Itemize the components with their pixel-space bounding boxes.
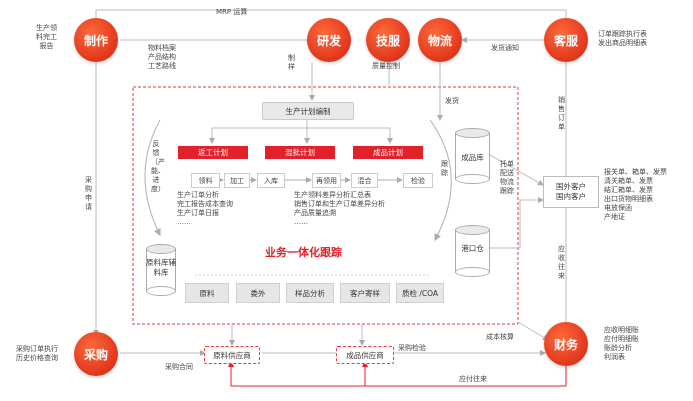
step-storage[interactable]: 入库 bbox=[257, 173, 285, 188]
node-rnd[interactable]: 研发 bbox=[307, 18, 351, 62]
mfg-notes: 生产领料完工报告 bbox=[36, 24, 57, 50]
purchase-request-label: 采购申请 bbox=[85, 176, 92, 211]
box-qc-coa[interactable]: 质检 /COA bbox=[396, 283, 444, 303]
box-raw[interactable]: 原料 bbox=[185, 283, 229, 303]
quality-control-label: 质量控制 bbox=[372, 62, 400, 70]
finished-plan-bar[interactable]: 成品计划 bbox=[353, 146, 423, 159]
mixed-batch-plan-bar[interactable]: 混批计划 bbox=[265, 146, 335, 159]
node-finance[interactable]: 财务 bbox=[544, 322, 588, 366]
box-sample-analysis[interactable]: 样品分析 bbox=[286, 283, 334, 303]
rnd-notes: 物料档案产品结构工艺路线 bbox=[148, 44, 176, 70]
craft-label: 制样 bbox=[288, 54, 295, 71]
cost-accounting-label: 成本核算 bbox=[486, 333, 514, 341]
node-tech-service[interactable]: 技服 bbox=[366, 18, 410, 62]
foreign-customer: 国外客户 bbox=[556, 182, 586, 191]
step-reuse[interactable]: 再领用 bbox=[312, 173, 341, 188]
shipping-label: 发货 bbox=[445, 97, 459, 105]
cs-notes: 订单跟踪执行表发出商品明细表 bbox=[598, 30, 647, 47]
port-warehouse[interactable]: 港口仓 bbox=[455, 225, 490, 277]
payable-label: 应付往来 bbox=[459, 375, 487, 383]
sales-order-label: 销售订单 bbox=[558, 96, 565, 131]
node-logistics[interactable]: 物流 bbox=[418, 18, 462, 62]
finished-warehouse[interactable]: 成品库 bbox=[455, 128, 490, 184]
mrp-label: MRP 运算 bbox=[216, 8, 248, 16]
node-procurement[interactable]: 采购 bbox=[74, 332, 118, 376]
raw-material-warehouse[interactable]: 原料库辅料库 bbox=[146, 244, 176, 296]
track-label: 跟踪 bbox=[441, 160, 448, 177]
core-frame bbox=[132, 86, 519, 325]
raw-supplier[interactable]: 原料供应商 bbox=[204, 346, 260, 364]
purchase-contract-label: 采购合同 bbox=[165, 363, 193, 371]
node-manufacturing[interactable]: 制作 bbox=[74, 18, 118, 62]
node-customer-service[interactable]: 客服 bbox=[544, 18, 588, 62]
step-picking[interactable]: 领料 bbox=[191, 173, 220, 188]
step-inspection[interactable]: 检验 bbox=[403, 173, 433, 188]
step-mixing[interactable]: 混合 bbox=[351, 173, 378, 188]
purchase-check-label: 采购检验 bbox=[398, 344, 426, 352]
production-plan-box[interactable]: 生产计划编制 bbox=[262, 102, 354, 120]
step-processing[interactable]: 加工 bbox=[224, 173, 250, 188]
core-title: 业务一体化跟踪 bbox=[265, 246, 342, 259]
left-analysis-notes: 生产订单分析完工报告成本查询生产订单日报…… bbox=[177, 191, 233, 226]
feedback-label: 反馈（产能、进度） bbox=[151, 140, 165, 193]
ship-notice-label: 发货通知 bbox=[491, 44, 519, 52]
customer-box[interactable]: 国外客户 国内客户 bbox=[543, 176, 599, 208]
consign-label: 托单配送物流跟踪 bbox=[500, 160, 514, 195]
receivable-label: 应收往来 bbox=[558, 245, 565, 280]
box-outsourcing[interactable]: 委外 bbox=[236, 283, 280, 303]
finance-notes: 应收明细账应付明细账账龄分析利润表 bbox=[604, 326, 639, 361]
customer-docs: 报关单、箱单、发票清关箱单、发票结汇箱单、发票出口货物明细表电放保函产地证 bbox=[604, 168, 667, 221]
domestic-customer: 国内客户 bbox=[556, 192, 586, 201]
rework-plan-bar[interactable]: 返工计划 bbox=[178, 146, 248, 159]
procurement-notes: 采购订单执行历史价格查询 bbox=[16, 345, 58, 362]
finished-supplier[interactable]: 成品供应商 bbox=[336, 346, 394, 364]
mid-analysis-notes: 生产领料差异分析汇总表销售订单和生产订单差异分析产品质量追溯…… bbox=[294, 191, 385, 226]
box-customer-sample[interactable]: 客户寄样 bbox=[340, 283, 390, 303]
